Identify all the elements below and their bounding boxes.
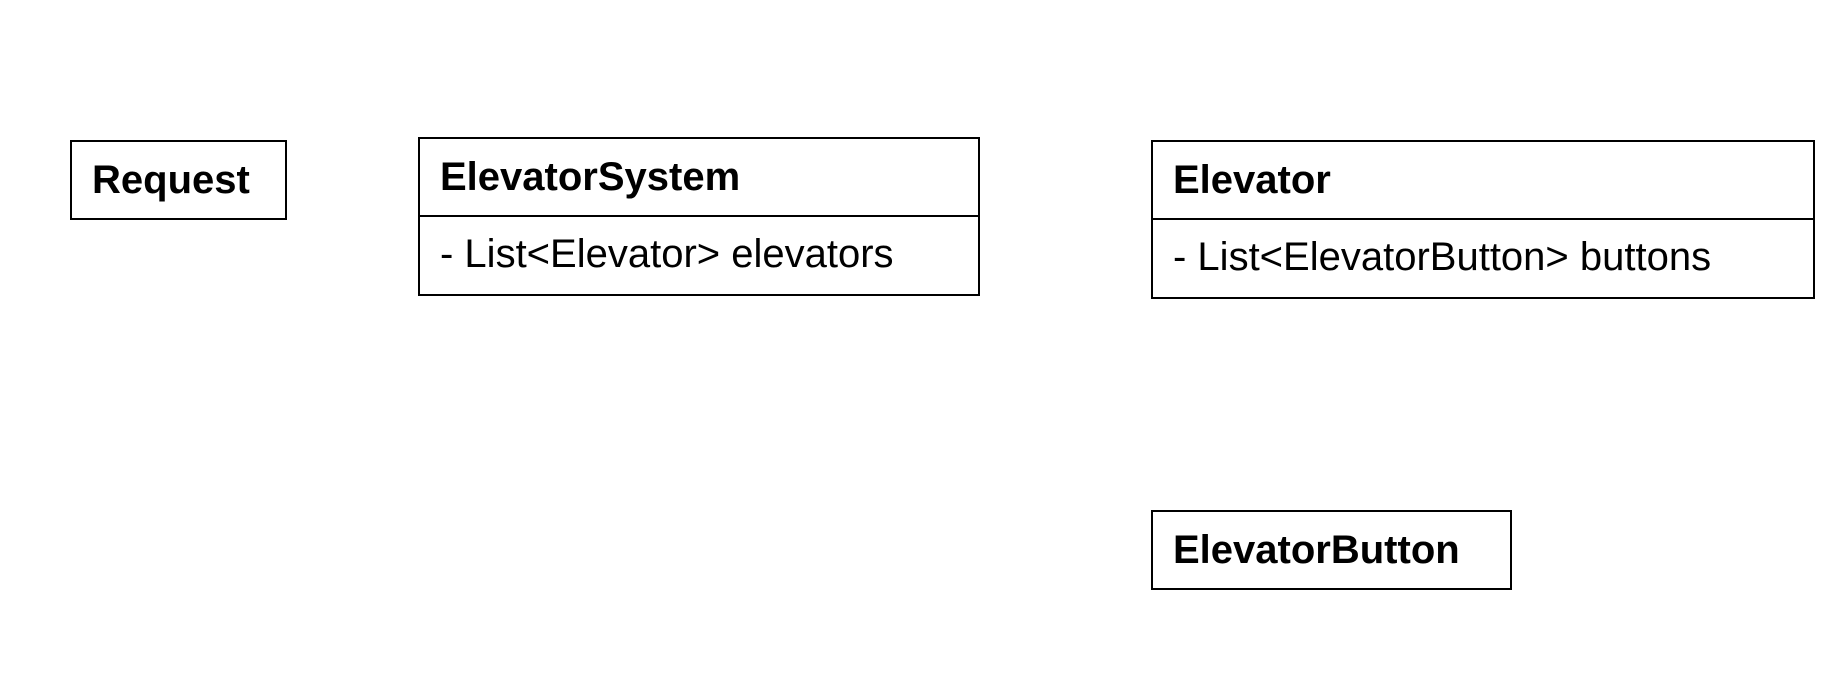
class-name: ElevatorButton <box>1173 527 1460 572</box>
class-elevator: Elevator - List<ElevatorButton> buttons <box>1151 140 1815 299</box>
class-attribute: - List<Elevator> elevators <box>420 215 978 292</box>
class-name: Request <box>92 157 250 202</box>
class-name: ElevatorSystem <box>440 154 741 199</box>
class-elevator-button: ElevatorButton <box>1151 510 1512 590</box>
class-name: Elevator <box>1173 157 1331 202</box>
class-attribute: - List<ElevatorButton> buttons <box>1153 218 1813 295</box>
class-elevator-system: ElevatorSystem - List<Elevator> elevator… <box>418 137 980 296</box>
class-request: Request <box>70 140 287 220</box>
